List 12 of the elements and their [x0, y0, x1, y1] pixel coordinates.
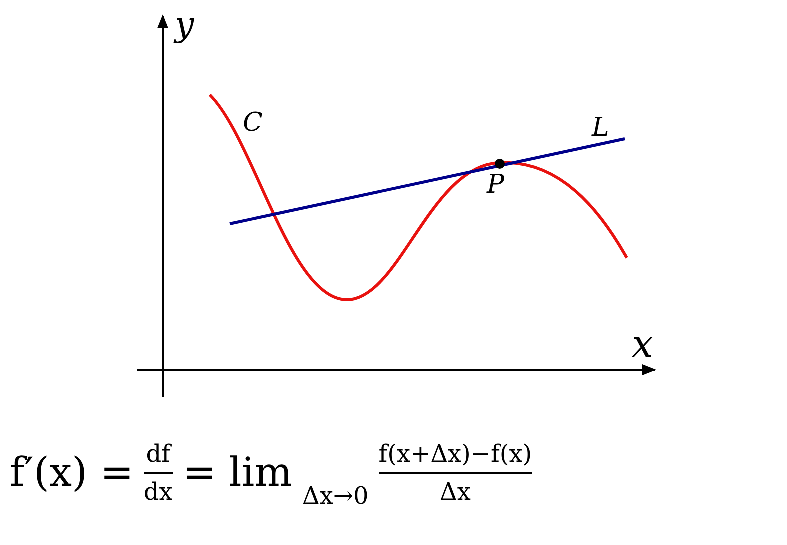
- curve-label: C: [243, 110, 263, 136]
- axis-label: y: [175, 8, 194, 42]
- formula-text: f(x+Δx)−f(x): [378, 440, 532, 468]
- formula-text: df: [146, 440, 170, 468]
- point-label: P: [487, 172, 504, 198]
- formula-text: Δx→0: [302, 482, 369, 510]
- formula-text: = lim: [182, 450, 293, 496]
- formula-text: f′(x) =: [10, 450, 134, 496]
- line-label: L: [592, 115, 610, 141]
- axis-label: x: [632, 325, 654, 363]
- formula-text: Δx: [440, 478, 471, 506]
- formula-text: dx: [144, 478, 173, 506]
